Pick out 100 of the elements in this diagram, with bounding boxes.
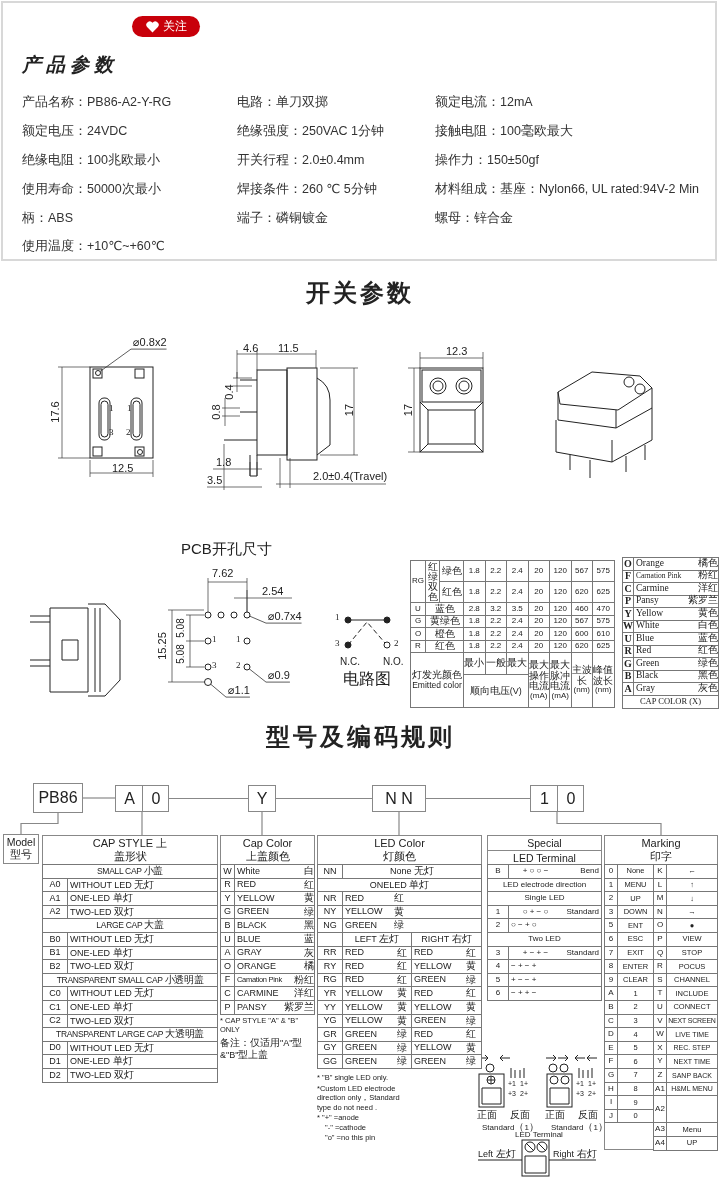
dimension-label: 2.0±0.4(Travel) <box>313 470 388 483</box>
spec-text: 螺母：锌合金 <box>435 212 513 226</box>
leader-line <box>210 683 251 698</box>
table-cell: 绿 <box>392 918 482 933</box>
table-cell: TWO-LED 双灯 <box>67 959 218 974</box>
circuit-label: N.O. <box>383 656 404 667</box>
note-text: 备注：仅适用"A"型&"B"型上盖 <box>220 1037 304 1061</box>
table-cell: ONE-LED 单灯 <box>67 1054 218 1069</box>
section-heading: 型号及编码规则 <box>265 724 455 751</box>
table-cell: A3 <box>653 1122 667 1137</box>
dimension-label: 11.5 <box>278 342 299 355</box>
leader-line <box>249 615 302 624</box>
table-cell: 绿 <box>392 1054 412 1069</box>
dimension-label: 7.62 <box>212 567 234 580</box>
table-cell: 灯发光颜色 Emitted color <box>410 652 464 708</box>
code-table <box>317 835 482 1068</box>
connector-line <box>275 797 373 800</box>
table-cell: None 无灯 <box>342 864 482 879</box>
circuit-label: N.C. <box>340 656 360 667</box>
dimension-label: 17.6 <box>48 401 62 423</box>
spec-text: 绝缘电阻：100兆欧最小 <box>22 154 160 168</box>
code-box: Y <box>248 785 276 812</box>
connector-line <box>20 812 59 835</box>
spec-text: 开关行程：2.0±0.4mm <box>237 154 365 168</box>
table-cell: SMALL CAP 小盖 <box>42 864 218 879</box>
code-table <box>220 835 315 1015</box>
spec-text: 使用寿命：50000次最小 <box>22 183 161 197</box>
connector-line <box>556 811 662 836</box>
table-cell: 绿 <box>461 1054 482 1069</box>
table-cell: NN <box>317 864 343 879</box>
code-letter: 0 <box>142 785 169 812</box>
dimension-label: 5.08 <box>174 618 186 638</box>
table-cell: 红 <box>392 891 482 906</box>
table-cell: WITHOUT LED 无灯 <box>67 986 218 1001</box>
terminal-number: 3 <box>335 639 340 649</box>
terminal-label: 正面 <box>545 1109 565 1121</box>
code-box: N N <box>372 785 426 812</box>
table-cell: 橘色 <box>688 557 719 571</box>
table-cell: Orange <box>633 557 688 571</box>
table-cell: ONE-LED 单灯 <box>67 1000 218 1015</box>
table-cell: 0 <box>604 864 618 879</box>
spec-text: 产品名称：PB86-A2-Y-RG <box>22 96 172 110</box>
connector-line <box>398 811 400 836</box>
dimension-label: ⌀0.8x2 <box>133 336 167 349</box>
spec-text: 柄：ABS <box>22 212 73 226</box>
dimension-label: 17 <box>401 403 415 417</box>
pin-hole <box>204 678 212 686</box>
table-heading: Cap Color 上盖颜色 <box>241 836 294 864</box>
terminal-label: LED Terminal <box>515 1131 563 1140</box>
code-table <box>604 835 718 1150</box>
table-cell: − + − + <box>508 959 602 974</box>
connector-line <box>141 811 143 836</box>
dimension-label: 12.5 <box>112 462 134 475</box>
connector-line <box>261 811 263 836</box>
pin-number: 1 <box>212 635 217 645</box>
connector-line <box>168 797 249 800</box>
table-cell: A <box>622 682 634 696</box>
terminal-label: Standard（1） <box>551 1121 608 1132</box>
table-cell: C <box>622 582 634 596</box>
table-cell: RG <box>410 560 426 603</box>
terminal-label: 正面 <box>477 1109 497 1121</box>
pin-number: 2 <box>126 428 131 438</box>
dimension-label: 0.8 <box>209 404 223 420</box>
dimension-label: 15.25 <box>155 632 169 660</box>
table-cell: 白 <box>284 864 315 879</box>
section-heading: 产品参数 <box>22 55 118 76</box>
dimension-label: 4.6 <box>243 342 259 355</box>
dimension-label: ⌀0.7x4 <box>268 610 302 623</box>
table-cell: G <box>622 657 634 671</box>
spec-text: 接触电阻：100毫欧最大 <box>435 125 573 139</box>
pin-number: 1 <box>127 404 132 414</box>
dimension-label: 2.54 <box>262 585 284 598</box>
code-letter: A <box>123 788 136 809</box>
table-cell: ONE-LED 单灯 <box>67 891 218 906</box>
table-cell: B <box>487 864 509 879</box>
dimension-label: ⌀1.1 <box>228 684 250 697</box>
table-cell: 紫罗兰 <box>284 1000 315 1015</box>
spec-text: 额定电压：24VDC <box>22 125 128 139</box>
code-letter: 0 <box>557 785 584 812</box>
code-box <box>115 785 169 812</box>
section-heading: 开关参数 <box>306 280 414 307</box>
spec-text: 焊接条件：260 ℃ 5分钟 <box>237 183 377 197</box>
table-cell: GG <box>317 1054 343 1069</box>
table-cell: WITHOUT LED 无灯 <box>67 932 218 947</box>
table-cell: − + + − <box>508 986 602 1001</box>
spec-text: 电路：单刀双掷 <box>237 96 328 110</box>
terminal-label: Left 左灯 <box>478 1148 516 1160</box>
dimension-label: 0.4 <box>222 384 236 400</box>
pin-number: 2 <box>236 661 241 671</box>
table-cell: 6 <box>487 986 509 1001</box>
code-letter: 1 <box>539 788 550 809</box>
table-cell: O <box>622 557 634 571</box>
dimension-label: 12.3 <box>446 345 468 358</box>
spec-text: 使用温度：+10℃~+60℃ <box>22 240 165 254</box>
pin-hole <box>243 611 251 619</box>
pin-number: 1 <box>109 404 114 414</box>
connector-line <box>82 797 116 799</box>
table-cell: D2 <box>42 1068 68 1083</box>
dimension-label: 5.08 <box>174 644 186 664</box>
code-label-box: Model 型号 <box>3 834 39 864</box>
